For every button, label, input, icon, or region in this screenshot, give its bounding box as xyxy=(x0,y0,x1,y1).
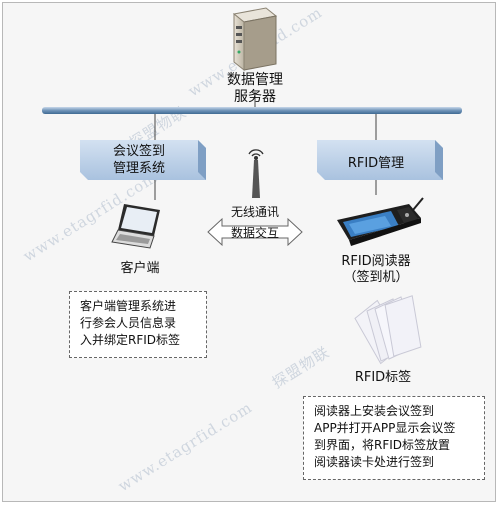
left-note-line: 入并绑定RFID标签 xyxy=(80,333,181,347)
left-module-title: 会议签到 管理系统 xyxy=(80,143,198,177)
reader-label-line1: RFID阅读器 xyxy=(341,254,411,269)
rfid-card-icon xyxy=(354,295,422,365)
right-note-line: 阅读器读卡处进行签到 xyxy=(314,455,435,469)
server-label: 数据管理 服务器 xyxy=(205,72,305,106)
client-label: 客户端 xyxy=(120,261,160,276)
reader-label: RFID阅读器 （签到机） xyxy=(326,254,426,286)
tags-label: RFID标签 xyxy=(354,370,412,385)
network-bus-bar xyxy=(42,107,462,114)
server-icon xyxy=(232,7,278,72)
right-note-box: 阅读器上安装会议签到 APP并打开APP显示会议签 到界面，将RFID标签放置 … xyxy=(303,396,485,480)
left-module-banner xyxy=(80,140,206,180)
reader-label-line2: （签到机） xyxy=(343,270,409,285)
right-note-line: APP并打开APP显示会议签 xyxy=(314,421,456,435)
laptop-icon xyxy=(111,204,160,249)
bidirectional-arrow-icon xyxy=(207,217,303,247)
server-label-line2: 服务器 xyxy=(234,89,276,105)
antenna-icon xyxy=(248,149,264,198)
left-module-title-line2: 管理系统 xyxy=(112,161,165,176)
rfid-reader-icon xyxy=(337,197,424,246)
left-note-line: 行参会人员信息录 xyxy=(80,316,177,330)
left-note-box: 客户端管理系统进 行参会人员信息录 入并绑定RFID标签 xyxy=(69,291,207,358)
wireless-label: 无线通讯 xyxy=(230,205,279,219)
right-module-title: RFID管理 xyxy=(347,156,405,171)
data-exchange-label: 数据交互 xyxy=(230,226,279,240)
left-module-title-line1: 会议签到 xyxy=(112,144,165,159)
server-label-line1: 数据管理 xyxy=(227,72,283,88)
right-module-banner xyxy=(317,140,443,180)
right-note-line: 阅读器上安装会议签到 xyxy=(314,404,435,418)
right-note-line: 到界面，将RFID标签放置 xyxy=(314,438,451,452)
left-note-line: 客户端管理系统进 xyxy=(80,299,177,313)
